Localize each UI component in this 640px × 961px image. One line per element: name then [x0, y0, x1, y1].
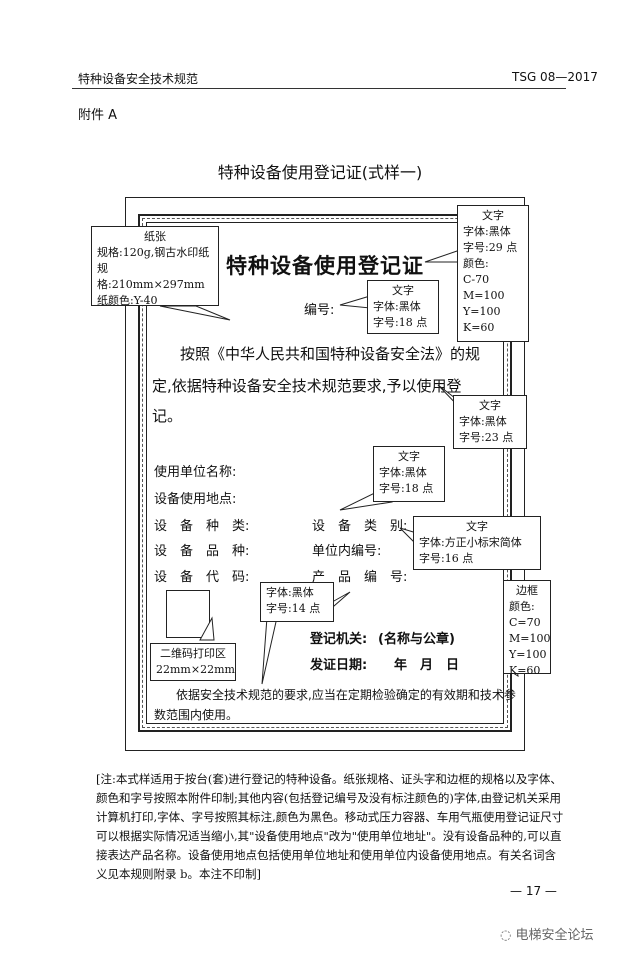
validity-note-line-2: 数范围内使用。: [154, 708, 239, 722]
field-equipment-variety: 设 备 品 种:: [154, 544, 250, 559]
callout-body-font: 文字 字体:黑体 字号:23 点: [453, 395, 527, 449]
callout-border-color: 边框 颜色: C=70 M=100 Y=100 K=60: [503, 580, 551, 677]
callout-line: 字号:16 点: [419, 552, 474, 565]
callout-qr-area: 二维码打印区 22mm×22mm: [150, 643, 236, 681]
callout-line: M=100: [463, 289, 505, 302]
certificate-number-label: 编号:: [304, 303, 335, 318]
callout-paper-spec: 纸张 规格:120g,钢古水印纸 规格:210mm×297mm 纸颜色:Y-40: [91, 226, 219, 307]
callout-line: Y=100: [509, 648, 547, 661]
callout-line: Y=100: [463, 305, 501, 318]
annex-label: 附件 A: [78, 108, 118, 123]
chat-icon: ◌: [500, 928, 512, 943]
callout-paper-heading: 纸张: [144, 230, 166, 243]
callout-line: 字体:黑体: [459, 415, 507, 428]
callout-line: 字体:方正小标宋简体: [419, 536, 522, 549]
certificate-border-inner: [146, 222, 504, 724]
issue-date-label: 发证日期:: [310, 658, 368, 673]
issuer-label: 登记机关:: [310, 632, 368, 647]
callout-line: K=60: [509, 664, 541, 677]
issuer-note: (名称与公章): [378, 632, 455, 647]
callout-number-font: 文字 字体:黑体 字号:18 点: [367, 280, 439, 334]
callout-line: 颜色:: [463, 257, 489, 270]
field-equipment-type: 设 备 种 类:: [154, 519, 250, 534]
certificate-body-line-2: 定,依据特种设备安全技术规范要求,予以使用登: [152, 377, 462, 395]
certificate-border-outer: [138, 214, 512, 732]
callout-line: K=60: [463, 321, 495, 334]
callout-line: 文字: [482, 209, 504, 222]
callout-line: 22mm×22mm: [156, 663, 235, 676]
field-internal-number: 单位内编号:: [312, 544, 382, 559]
footnote: [注:本式样适用于按台(套)进行登记的特种设备。纸张规格、证头字和边框的规格以及…: [96, 772, 564, 881]
callout-right-fields-font: 文字 字体:方正小标宋简体 字号:16 点: [413, 516, 541, 570]
callout-paper-line: 纸颜色:Y-40: [97, 294, 158, 307]
callout-line: 文字: [398, 450, 420, 463]
callout-paper-line: 规格:210mm×297mm: [97, 262, 205, 291]
callout-line: 字体:黑体: [379, 466, 427, 479]
validity-note-line-1: 依据安全技术规范的要求,应当在定期检验确定的有效期和技术参: [176, 688, 516, 702]
callout-line: 二维码打印区: [160, 647, 226, 660]
callout-line: 字号:14 点: [266, 602, 321, 615]
callout-line: 字体:黑体: [463, 225, 511, 238]
watermark: ◌ 电梯安全论坛: [500, 924, 594, 943]
callout-line: C=70: [509, 616, 541, 629]
callout-line: 文字: [392, 284, 414, 297]
callout-line: 文字: [479, 399, 501, 412]
header-rule: [72, 88, 566, 89]
field-product-number: 产 品 编 号:: [312, 570, 408, 585]
running-header-code: TSG 08—2017: [512, 70, 598, 84]
document-title: 特种设备使用登记证(式样一): [217, 163, 423, 182]
callout-line: 字号:18 点: [373, 316, 428, 329]
callout-line: 字号:18 点: [379, 482, 434, 495]
page-number: — 17 —: [510, 884, 557, 898]
callout-line: 字号:29 点: [463, 241, 518, 254]
callout-line: 文字: [466, 520, 488, 533]
issue-date-value: 年 月 日: [394, 658, 460, 673]
running-header-title: 特种设备安全技术规范: [78, 72, 199, 86]
callout-line: M=100: [509, 632, 551, 645]
certificate-title: 特种设备使用登记证: [226, 254, 424, 278]
qr-code-print-area: [166, 590, 210, 638]
field-user-unit: 使用单位名称:: [154, 465, 237, 480]
callout-line: C-70: [463, 273, 490, 286]
callout-fields-font: 文字 字体:黑体 字号:18 点: [373, 446, 445, 502]
certificate-border-pattern: [142, 218, 508, 728]
field-equipment-category: 设 备 类 别:: [312, 519, 408, 534]
field-equipment-code: 设 备 代 码:: [154, 570, 250, 585]
certificate-body-line-3: 记。: [152, 407, 183, 425]
callout-line: 字体:黑体: [373, 300, 421, 313]
callout-small-font: 字体:黑体 字号:14 点: [260, 582, 334, 622]
certificate-body-line-1: 按照《中华人民共和国特种设备安全法》的规: [180, 345, 481, 363]
specimen-frame: [125, 197, 525, 751]
callout-title-font: 文字 字体:黑体 字号:29 点 颜色: C-70 M=100 Y=100 K=…: [457, 205, 529, 342]
callout-line: 字号:23 点: [459, 431, 514, 444]
callout-paper-line: 规格:120g,钢古水印纸: [97, 246, 210, 259]
field-use-location: 设备使用地点:: [154, 492, 237, 507]
callout-line: 字体:黑体: [266, 586, 314, 599]
watermark-text: 电梯安全论坛: [515, 928, 594, 943]
callout-line: 边框: [516, 584, 538, 597]
callout-line: 颜色:: [509, 600, 535, 613]
